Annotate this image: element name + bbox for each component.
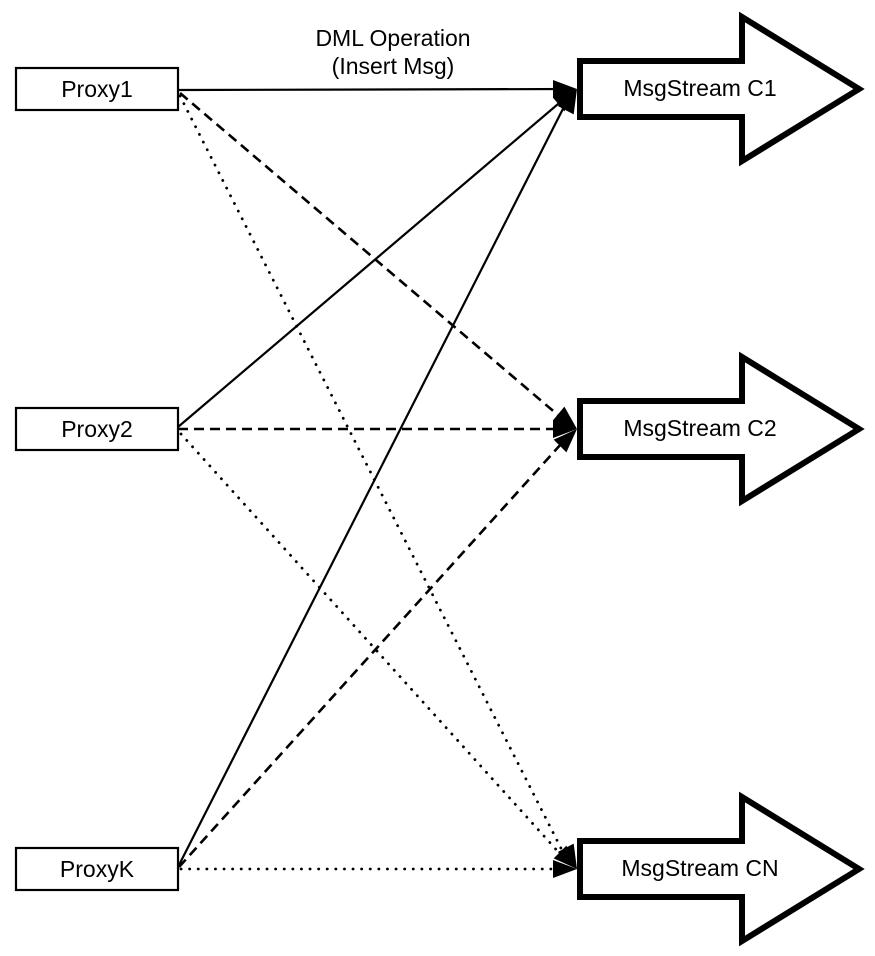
msgstream-c2-arrow-shape[interactable] <box>577 351 865 507</box>
arrowhead-proxyk-c1 <box>557 89 577 115</box>
edge-label-dml-operation: DML Operation (Insert Msg) <box>315 25 470 79</box>
msgstream-c1-label: MsgStream C1 <box>623 75 776 101</box>
connection-proxy1-to-c1 <box>177 87 574 92</box>
proxy-nodes-layer: Proxy1 Proxy2 ProxyK <box>14 66 180 892</box>
arrowhead-proxyk-cn <box>553 860 577 878</box>
msgstream-cn-label: MsgStream CN <box>621 855 778 881</box>
arrowheads-layer <box>552 80 577 878</box>
arrowhead-proxy1-c2 <box>552 406 577 429</box>
connection-proxyk-to-c1 <box>177 94 571 868</box>
proxyk-label: ProxyK <box>60 856 135 882</box>
dml-operation-line1: DML Operation <box>315 25 470 51</box>
connection-proxyk-to-c2 <box>178 432 572 868</box>
arrowhead-proxy1-c1 <box>553 80 577 98</box>
arrowhead-proxyk-c2 <box>553 429 577 453</box>
msgstream-c2-label: MsgStream C2 <box>623 415 776 441</box>
node-proxyk[interactable]: ProxyK <box>14 846 180 892</box>
connections-layer <box>177 87 575 871</box>
arrowhead-proxy2-c2 <box>553 420 577 438</box>
proxyk-box[interactable] <box>14 846 180 892</box>
proxy2-label: Proxy2 <box>61 416 133 442</box>
node-msgstream-c1[interactable]: MsgStream C1 <box>577 11 865 167</box>
dml-operation-line2: (Insert Msg) <box>332 53 455 79</box>
proxy2-box[interactable] <box>14 406 180 452</box>
connection-proxy2-to-c1 <box>177 92 572 428</box>
msgstream-cn-arrow-shape[interactable] <box>577 791 865 947</box>
node-proxy1[interactable]: Proxy1 <box>14 66 180 112</box>
stream-nodes-layer: MsgStream C1 MsgStream C2 MsgStream CN <box>577 11 865 947</box>
node-proxy2[interactable]: Proxy2 <box>14 406 180 452</box>
node-msgstream-cn[interactable]: MsgStream CN <box>577 791 865 947</box>
msgstream-c1-arrow-shape[interactable] <box>577 11 865 167</box>
node-msgstream-c2[interactable]: MsgStream C2 <box>577 351 865 507</box>
arrowhead-proxy2-cn <box>553 845 577 869</box>
proxy1-box[interactable] <box>14 66 180 112</box>
proxy1-label: Proxy1 <box>61 76 133 102</box>
